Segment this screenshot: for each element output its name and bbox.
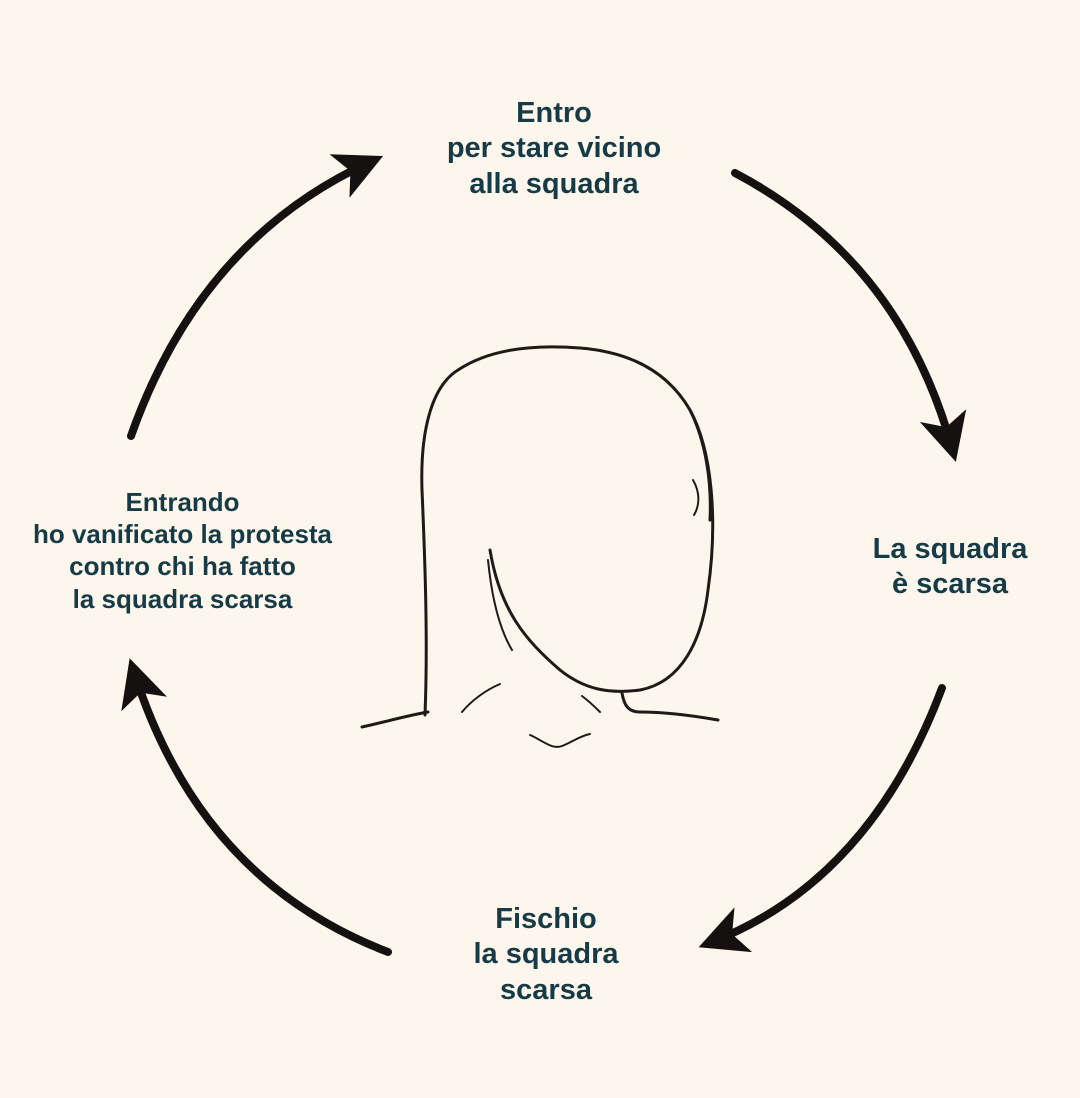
cycle-node-top: Entro per stare vicino alla squadra [354,96,754,202]
arrow-icon [127,154,384,440]
arrow-icon [121,658,392,956]
node-text-line: la squadra [473,938,619,971]
cycle-node-right: La squadra è scarsa [838,532,1062,603]
node-text-line: ho vanificato la protesta [32,519,333,550]
node-text-line: per stare vicino [446,132,662,165]
node-text-line: La squadra [872,533,1028,565]
head-sketch-icon [360,345,720,748]
cycle-node-left: Entrando ho vanificato la protesta contr… [0,486,365,615]
node-text-line: Entrando [125,487,240,517]
cycle-node-bottom: Fischio la squadra scarsa [396,902,696,1008]
node-text-line: alla squadra [469,167,639,200]
arrow-icon [731,169,967,462]
node-text-line: contro chi ha fatto [69,551,296,582]
node-text-line: Entro [516,97,592,129]
node-text-line: Fischio [495,903,597,935]
node-text-line: la squadra scarsa [72,583,293,614]
arrow-icon [698,684,946,953]
node-text-line: è scarsa [891,568,1009,601]
node-text-line: scarsa [500,973,592,1006]
